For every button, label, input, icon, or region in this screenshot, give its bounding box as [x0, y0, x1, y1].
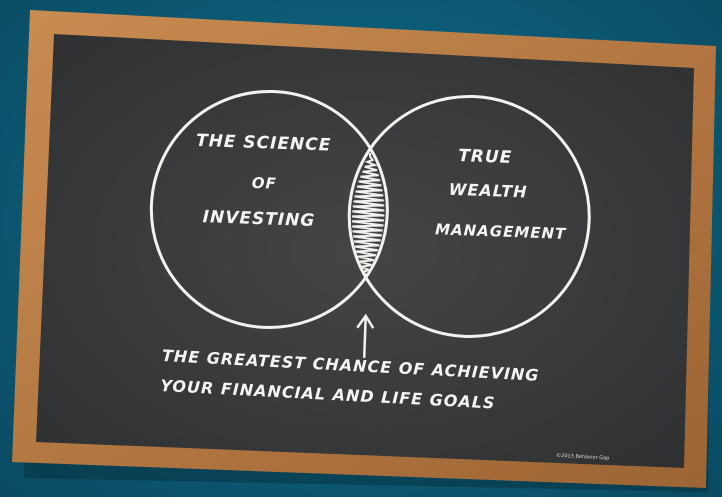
left-circle-line-1: THE SCIENCE	[196, 131, 332, 156]
left-circle-line-2: OF	[251, 174, 277, 193]
right-circle-line-1: TRUE	[458, 146, 513, 168]
right-circle-line-2: WEALTH	[448, 180, 527, 202]
arrow-up-icon	[356, 313, 375, 358]
right-circle-line-3: MANAGEMENT	[435, 220, 568, 243]
venn-diagram: THE SCIENCE OF INVESTING TRUE WEALTH MAN…	[149, 89, 591, 358]
intersection-scribble	[351, 152, 385, 278]
copyright-text: ©2013 Behavior Gap	[556, 452, 610, 462]
left-circle	[149, 89, 389, 329]
right-circle	[347, 94, 591, 338]
left-circle-line-3: INVESTING	[202, 207, 315, 231]
copyright-mark: ©2013 Behavior Gap	[556, 452, 610, 462]
